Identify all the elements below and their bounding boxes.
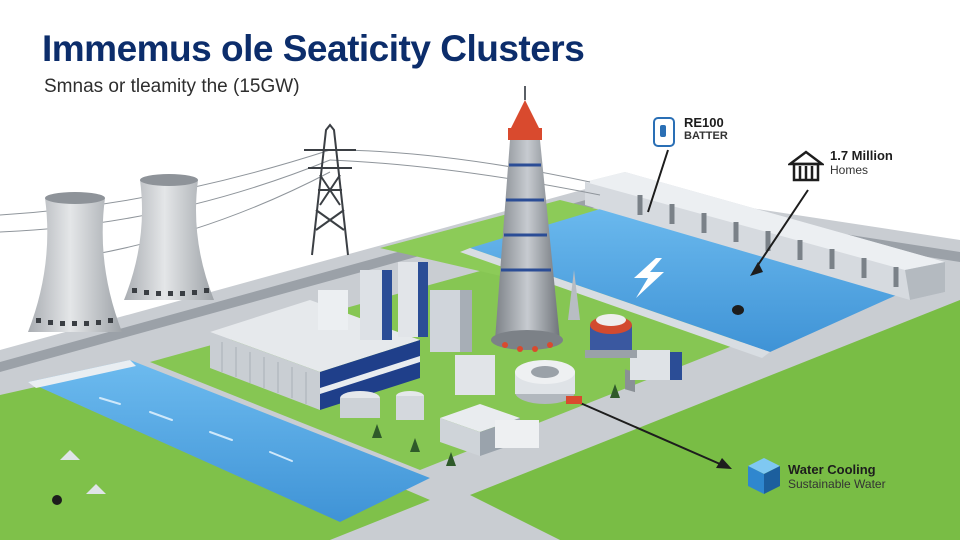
river-ripples	[99, 397, 293, 462]
battery-icon	[653, 117, 675, 147]
cube-icon	[748, 458, 780, 494]
homes-icon	[788, 150, 824, 182]
arrow-head-water	[716, 458, 732, 469]
main-hall	[210, 300, 420, 410]
marker-dot-left	[52, 495, 62, 505]
lightning-icon	[634, 258, 664, 298]
cooling-tower-right	[124, 174, 214, 300]
transmission-pylon	[304, 123, 356, 256]
arrow-head-homes	[750, 262, 763, 276]
callout-homes-sublabel: Homes	[830, 163, 869, 177]
callout-battery-label: RE100	[684, 115, 724, 130]
river-canal	[28, 360, 430, 522]
rocks	[60, 450, 106, 494]
marker-dot	[732, 305, 744, 315]
trees	[372, 384, 620, 466]
page-subtitle: Smnas or tleamity the (15GW)	[44, 76, 300, 97]
callout-homes-label: 1.7 Million	[830, 148, 893, 163]
marker-red	[566, 396, 582, 404]
turbine-unit	[585, 314, 637, 358]
industrial-blocks	[318, 262, 472, 352]
callout-leaders	[577, 149, 809, 465]
central-tower	[491, 86, 563, 352]
callout-water-sublabel: Sustainable Water	[788, 476, 886, 491]
auxiliary-buildings	[340, 350, 682, 456]
page-title: Immemus ole Seaticity Clusters	[42, 28, 585, 69]
reservoir	[470, 200, 930, 352]
chimney-small	[568, 270, 580, 320]
callout-homes: 1.7 Million Homes	[788, 148, 893, 184]
cooling-tower-left	[28, 192, 122, 332]
callout-battery: RE100 BATTER	[652, 115, 728, 149]
callout-water-label: Water Cooling	[788, 461, 876, 477]
reactor-dome	[515, 360, 575, 404]
callout-water: Water Cooling Sustainable Water	[746, 456, 886, 496]
callout-battery-sublabel: BATTER	[684, 130, 728, 142]
river-bank	[28, 360, 136, 388]
dam	[585, 172, 945, 393]
grass-right	[470, 300, 960, 540]
